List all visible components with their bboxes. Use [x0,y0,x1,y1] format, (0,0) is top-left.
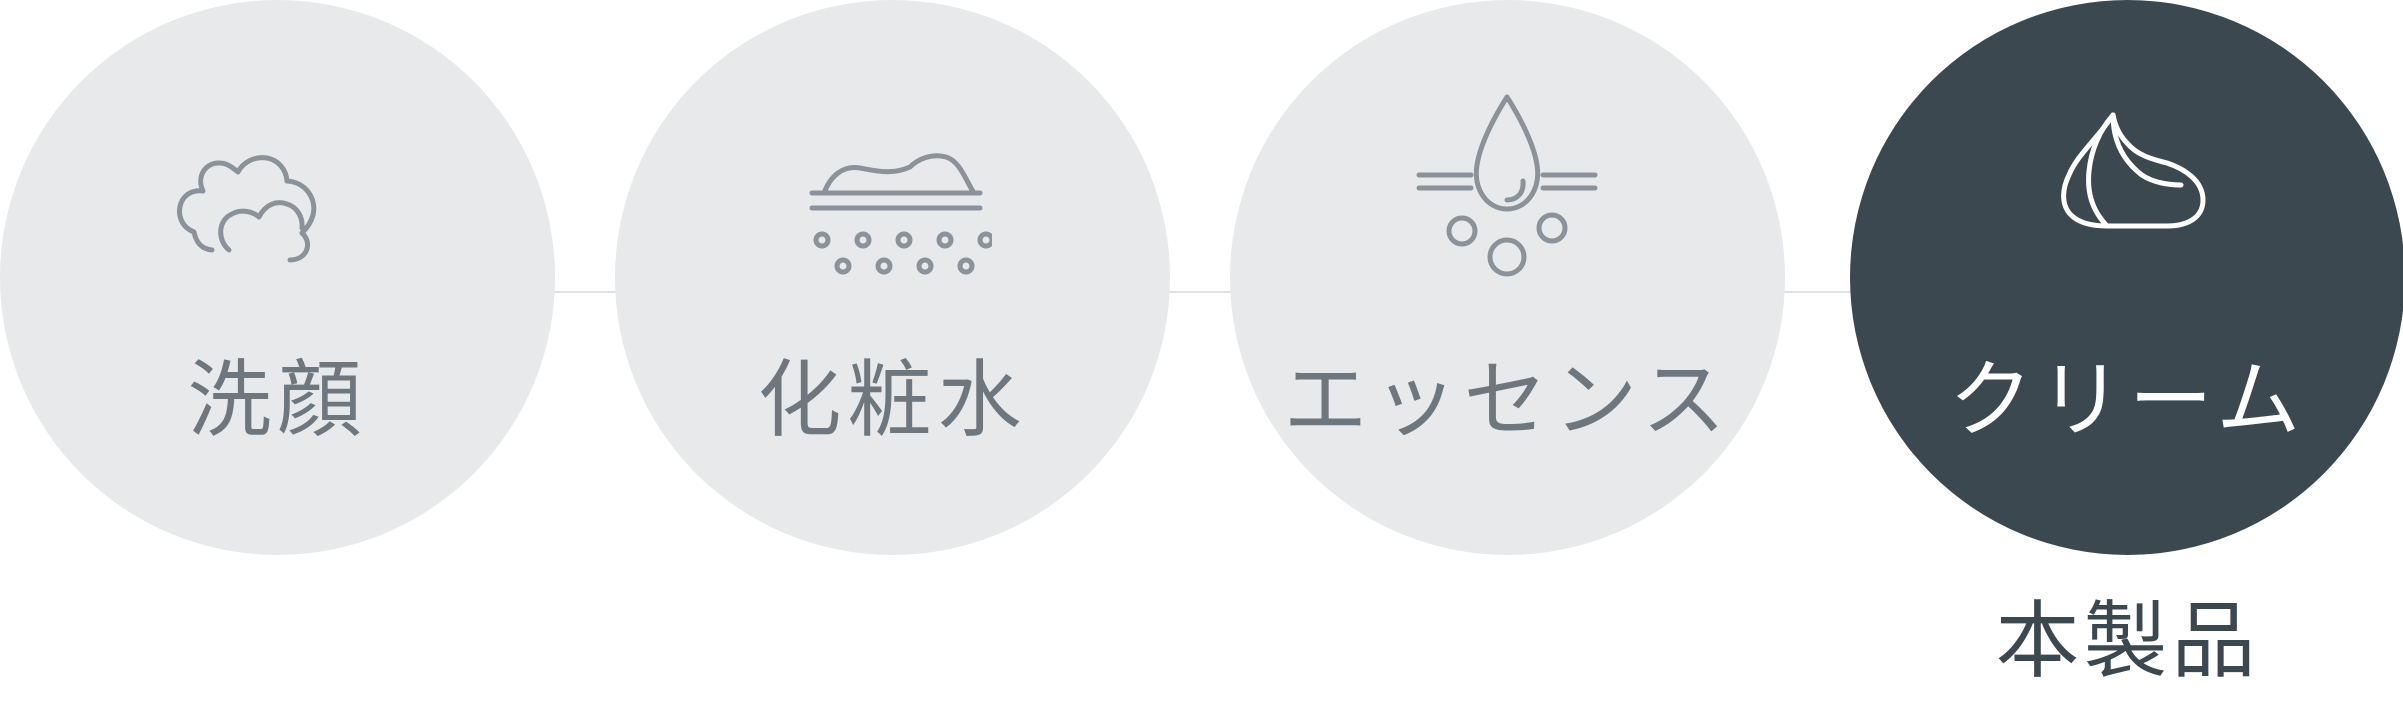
connector-line [1165,291,1235,293]
connector-line [550,291,620,293]
product-note-label: 本製品 [1995,592,2260,690]
cream-icon [2027,85,2227,285]
lotion-icon [792,85,992,285]
foam-icon [177,85,377,285]
step-cleansing: 洗顔 [0,0,555,555]
step-label: エッセンス [1283,351,1732,449]
connector-line [1780,291,1850,293]
step-essence: エッセンス [1230,0,1785,555]
step-label: クリーム [1948,351,2307,449]
step-cream: クリーム [1850,0,2403,555]
essence-drop-icon [1407,85,1607,285]
step-label: 化粧水 [757,351,1028,449]
step-label: 洗顔 [187,351,368,449]
step-lotion: 化粧水 [615,0,1170,555]
